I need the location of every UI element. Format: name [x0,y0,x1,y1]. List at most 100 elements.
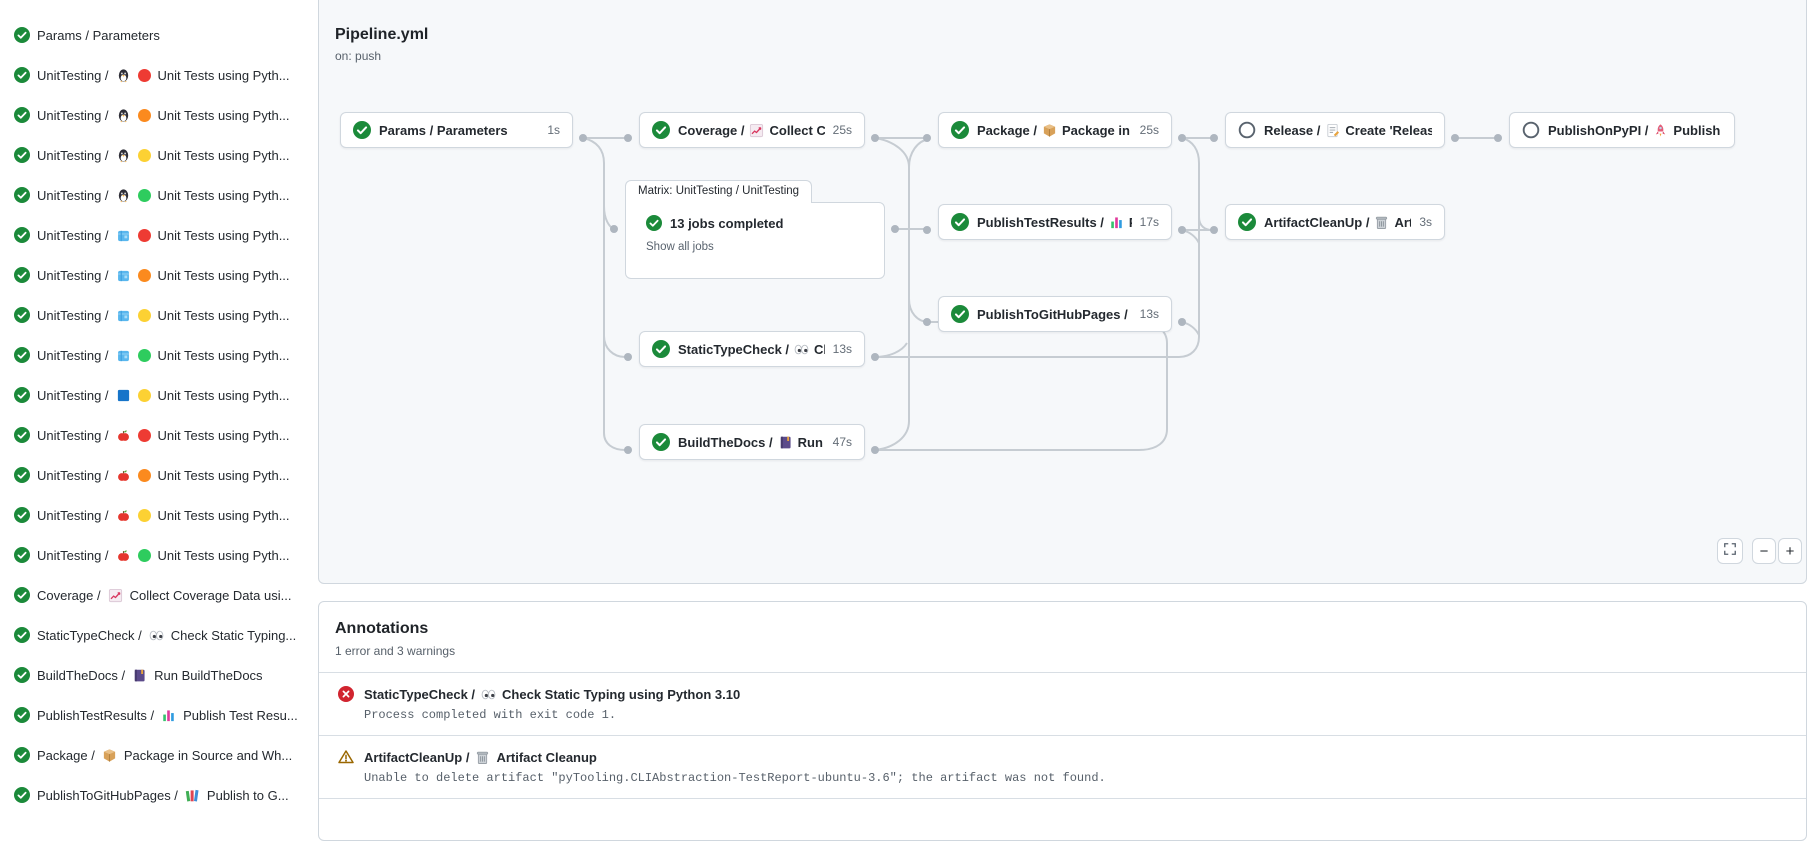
python-version-dot [137,228,151,242]
node-step-label: Run Buil... [797,434,825,450]
job-label: Run BuildTheDocs [154,667,263,683]
success-icon [652,340,670,358]
node-step-label: Artifac... [1394,214,1412,230]
job-label: Unit Tests using Pyth... [157,347,290,363]
success-icon [14,67,30,83]
annotations-title: Annotations [335,620,429,637]
job-name: UnitTesting / [37,67,109,83]
success-icon [14,227,30,243]
apple-icon [116,548,131,563]
node-duration: 25s [832,123,852,137]
python-version-dot [137,548,151,562]
node-artifactCleanUp[interactable]: ArtifactCleanUp / Artifac... 3s [1225,204,1445,240]
warning-icon [338,749,354,765]
show-all-jobs-link[interactable]: Show all jobs [646,241,714,253]
sidebar-job-item[interactable]: Package / Package in Source and Wh... [0,735,306,775]
node-staticTypeCheck[interactable]: StaticTypeCheck / Chec... 13s [639,331,865,367]
job-name: BuildTheDocs / [37,667,126,683]
sidebar-job-item[interactable]: UnitTesting / Unit Tests using Pyth... [0,95,306,135]
success-icon [14,427,30,443]
sidebar-job-item[interactable]: UnitTesting / Unit Tests using Pyth... [0,295,306,335]
node-job-name: Release / [1264,122,1321,138]
sidebar-job-item[interactable]: UnitTesting / Unit Tests using Pyth... [0,375,306,415]
node-duration: 13s [1139,307,1159,321]
node-step-label: Create 'Release P... [1345,122,1432,138]
ice-cube-icon [116,268,131,283]
success-icon [951,305,969,323]
python-version-dot [137,428,151,442]
zoom-in-button[interactable]: + [1778,538,1802,564]
success-icon [14,627,30,643]
matrix-group-box: 13 jobs completed Show all jobs [625,202,885,279]
job-label: Collect Coverage Data usi... [129,587,292,603]
bar-chart-icon [1109,215,1124,230]
notebook-icon [132,668,147,683]
fullscreen-button[interactable] [1717,538,1743,564]
annotation-item: StaticTypeCheck / Check Static Typing us… [319,672,1806,735]
job-label: Unit Tests using Pyth... [157,227,290,243]
sidebar-job-item[interactable]: UnitTesting / Unit Tests using Pyth... [0,255,306,295]
success-icon [14,107,30,123]
node-buildTheDocs[interactable]: BuildTheDocs / Run Buil... 47s [639,424,865,460]
zoom-out-button[interactable]: − [1752,538,1776,564]
annotations-divider [319,798,1806,810]
job-label: Check Static Typing... [170,627,297,643]
annotation-job-name: ArtifactCleanUp / [364,749,470,765]
success-icon [14,267,30,283]
node-publishOnPyPI[interactable]: PublishOnPyPI / Publish to ... [1509,112,1735,148]
job-label: Unit Tests using Pyth... [157,147,290,163]
job-name: UnitTesting / [37,307,109,323]
sidebar-job-item[interactable]: UnitTesting / Unit Tests using Pyth... [0,135,306,175]
node-job-name: Params / Parameters [379,122,508,138]
node-coverage[interactable]: Coverage / Collect Cove... 25s [639,112,865,148]
apple-icon [116,428,131,443]
success-icon [14,667,30,683]
penguin-icon [116,68,131,83]
sidebar-job-item[interactable]: PublishTestResults / Publish Test Resu..… [0,695,306,735]
job-label: Unit Tests using Pyth... [157,67,290,83]
node-publishToGitHubPages[interactable]: PublishToGitHubPages / ... 13s [938,296,1172,332]
success-icon [14,587,30,603]
sidebar-job-item[interactable]: UnitTesting / Unit Tests using Pyth... [0,415,306,455]
annotation-job-name: StaticTypeCheck / [364,686,476,702]
python-version-dot [137,508,151,522]
node-release[interactable]: Release / Create 'Release P... [1225,112,1445,148]
success-icon [14,347,30,363]
blue-square-icon [116,388,131,403]
job-name: UnitTesting / [37,107,109,123]
python-version-dot [137,268,151,282]
workflow-file-title: Pipeline.yml [335,26,429,43]
sidebar-job-item[interactable]: UnitTesting / Unit Tests using Pyth... [0,335,306,375]
node-duration: 17s [1139,215,1159,229]
apple-icon [116,508,131,523]
node-package[interactable]: Package / Package in So... 25s [938,112,1172,148]
node-publishTestResults[interactable]: PublishTestResults / Pu... 17s [938,204,1172,240]
eyes-icon [794,342,809,357]
job-label: Unit Tests using Pyth... [157,427,290,443]
sidebar-job-item[interactable]: UnitTesting / Unit Tests using Pyth... [0,535,306,575]
node-duration: 25s [1139,123,1159,137]
sidebar-job-item[interactable]: StaticTypeCheck / Check Static Typing... [0,615,306,655]
job-label: Unit Tests using Pyth... [157,507,290,523]
sidebar-job-item[interactable]: Coverage / Collect Coverage Data usi... [0,575,306,615]
job-name: PublishTestResults / [37,707,155,723]
annotation-job-label: Artifact Cleanup [496,749,597,765]
job-label: Unit Tests using Pyth... [157,307,290,323]
job-name: PublishToGitHubPages / [37,787,178,803]
sidebar-job-item[interactable]: UnitTesting / Unit Tests using Pyth... [0,55,306,95]
matrix-summary-text: 13 jobs completed [670,215,784,231]
job-name: UnitTesting / [37,347,109,363]
sidebar-job-item[interactable]: PublishToGitHubPages / Publish to G... [0,775,306,815]
job-label: Unit Tests using Pyth... [157,267,290,283]
success-icon [14,507,30,523]
sidebar-job-item[interactable]: UnitTesting / Unit Tests using Pyth... [0,175,306,215]
sidebar-job-item[interactable]: Params / Parameters [0,15,306,55]
sidebar-job-item[interactable]: UnitTesting / Unit Tests using Pyth... [0,215,306,255]
books-icon [185,788,200,803]
sidebar-job-item[interactable]: BuildTheDocs / Run BuildTheDocs [0,655,306,695]
job-label: Unit Tests using Pyth... [157,547,290,563]
sidebar-job-item[interactable]: UnitTesting / Unit Tests using Pyth... [0,495,306,535]
success-icon [652,433,670,451]
node-params[interactable]: Params / Parameters 1s [340,112,573,148]
sidebar-job-item[interactable]: UnitTesting / Unit Tests using Pyth... [0,455,306,495]
